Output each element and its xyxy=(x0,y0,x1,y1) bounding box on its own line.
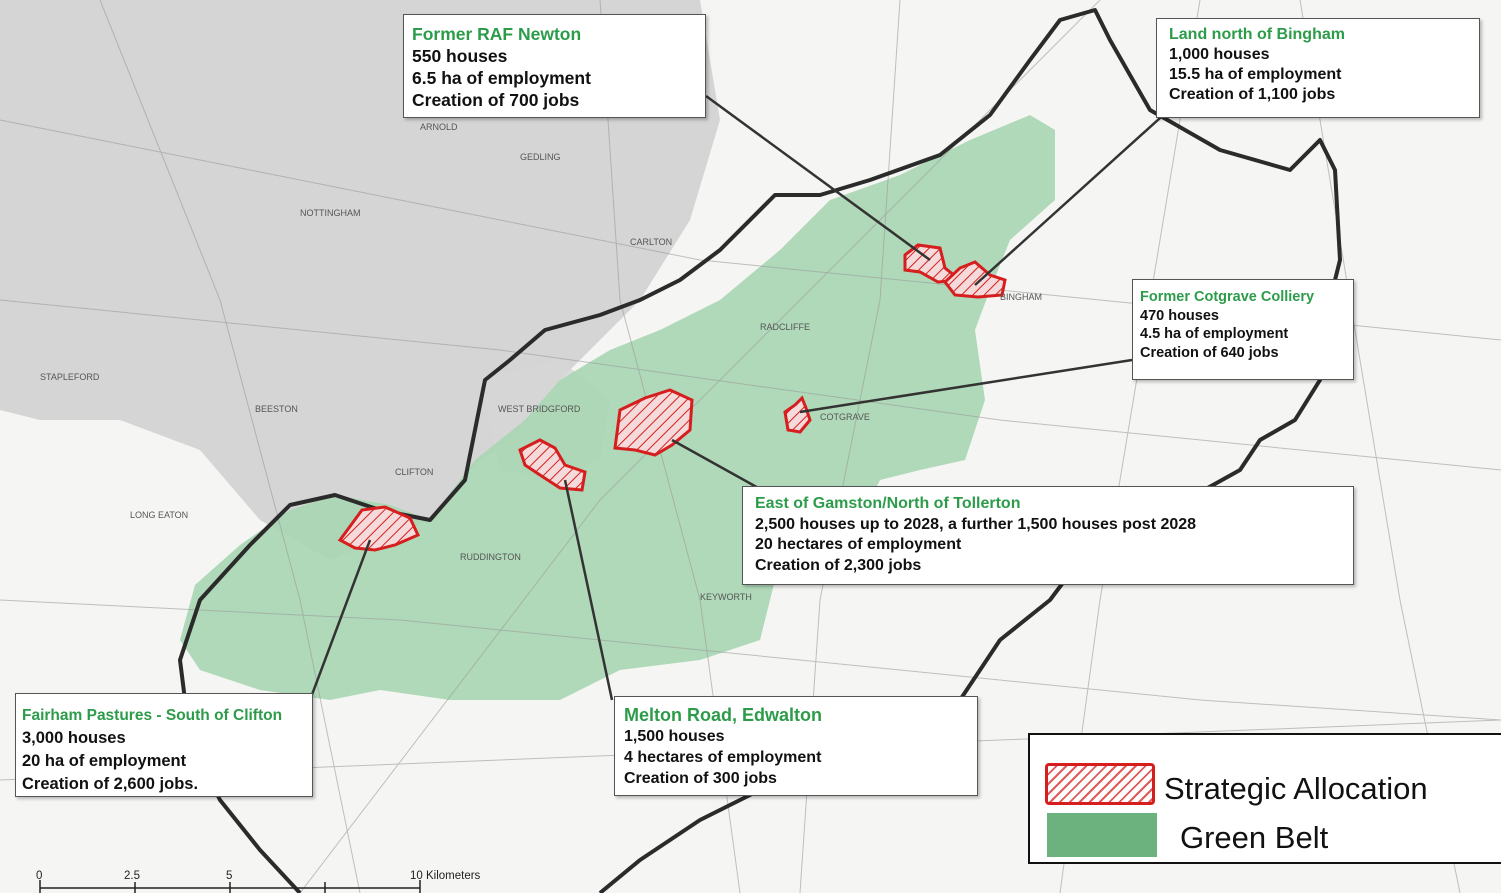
place-label: CARLTON xyxy=(630,237,672,247)
callout-title: Melton Road, Edwalton xyxy=(624,705,822,725)
place-label: KEYWORTH xyxy=(700,592,752,602)
place-label: STAPLEFORD xyxy=(40,372,100,382)
callout-fairham-pastures[interactable]: Fairham Pastures - South of Clifton 3,00… xyxy=(15,693,313,797)
callout-line: Creation of 700 jobs xyxy=(412,90,580,110)
callout-land-north-of-bingham[interactable]: Land north of Bingham 1,000 houses 15.5 … xyxy=(1156,18,1480,118)
allocation-fairham[interactable] xyxy=(337,505,421,552)
place-label: BEESTON xyxy=(255,404,298,414)
callout-former-raf-newton[interactable]: Former RAF Newton 550 houses 6.5 ha of e… xyxy=(403,14,706,118)
callout-line: 2,500 houses up to 2028, a further 1,500… xyxy=(755,515,1197,533)
scale-tick-label: 10 Kilometers xyxy=(410,870,481,882)
callout-line: 470 houses xyxy=(1140,307,1219,324)
callout-line: 20 ha of employment xyxy=(22,752,187,770)
legend-label-strategic-allocation: Strategic Allocation xyxy=(1164,771,1428,806)
allocation-gamston[interactable] xyxy=(613,388,694,457)
callout-line: 20 hectares of employment xyxy=(755,536,962,553)
map-legend: Strategic Allocation Green Belt xyxy=(1028,733,1501,864)
callout-title: Fairham Pastures - South of Clifton xyxy=(22,707,283,724)
urban-area xyxy=(0,0,720,560)
callout-leaders xyxy=(308,94,1181,701)
green-belt-area xyxy=(180,115,1055,700)
allocation-edwalton[interactable] xyxy=(518,438,587,492)
callout-title: East of Gamston/North of Tollerton xyxy=(755,495,1021,512)
callout-title: Former Cotgrave Colliery xyxy=(1140,289,1315,305)
callout-line: 6.5 ha of employment xyxy=(412,68,591,88)
legend-label-green-belt: Green Belt xyxy=(1180,820,1329,855)
place-label: CLIFTON xyxy=(395,467,433,477)
strategic-allocations xyxy=(337,243,1007,552)
callout-line: Creation of 300 jobs xyxy=(624,770,777,787)
place-label: COTGRAVE xyxy=(820,412,870,422)
scale-tick-label: 2.5 xyxy=(124,870,140,882)
allocation-bingham[interactable] xyxy=(942,260,1007,299)
callout-title: Land north of Bingham xyxy=(1169,26,1345,43)
strategic-allocation-swatch xyxy=(1045,763,1155,805)
callout-east-of-gamston[interactable]: East of Gamston/North of Tollerton 2,500… xyxy=(742,486,1354,585)
callout-line: 4.5 ha of employment xyxy=(1140,326,1289,342)
place-label: RUDDINGTON xyxy=(460,552,521,562)
place-label: BINGHAM xyxy=(1000,292,1042,302)
place-labels: NOTTINGHAM GEDLING BEESTON WEST BRIDGFOR… xyxy=(40,122,1042,602)
callout-former-cotgrave-colliery[interactable]: Former Cotgrave Colliery 470 houses 4.5 … xyxy=(1132,279,1354,380)
place-label: ARNOLD xyxy=(420,122,458,132)
callout-line: Creation of 1,100 jobs xyxy=(1169,86,1336,103)
callout-line: 1,000 houses xyxy=(1169,46,1270,63)
place-label: LONG EATON xyxy=(130,510,188,520)
scale-tick-label: 5 xyxy=(226,870,233,882)
callout-title: Former RAF Newton xyxy=(412,24,582,44)
scale-bar xyxy=(39,880,421,893)
callout-line: Creation of 2,600 jobs. xyxy=(22,775,199,793)
place-label: GEDLING xyxy=(520,152,561,162)
place-label: NOTTINGHAM xyxy=(300,208,361,218)
place-label: WEST BRIDGFORD xyxy=(498,404,581,414)
callout-line: 3,000 houses xyxy=(22,729,126,747)
callout-line: 550 houses xyxy=(412,46,508,66)
callout-line: 15.5 ha of employment xyxy=(1169,66,1342,83)
scale-tick-label: 0 xyxy=(36,870,43,882)
green-belt-swatch xyxy=(1047,813,1157,857)
callout-line: Creation of 640 jobs xyxy=(1140,344,1279,361)
callout-line: 4 hectares of employment xyxy=(624,749,822,766)
place-label: RADCLIFFE xyxy=(760,322,810,332)
allocation-cotgrave[interactable] xyxy=(783,395,812,434)
callout-melton-road-edwalton[interactable]: Melton Road, Edwalton 1,500 houses 4 hec… xyxy=(614,696,978,796)
callout-line: 1,500 houses xyxy=(624,728,725,745)
callout-line: Creation of 2,300 jobs xyxy=(755,556,922,574)
